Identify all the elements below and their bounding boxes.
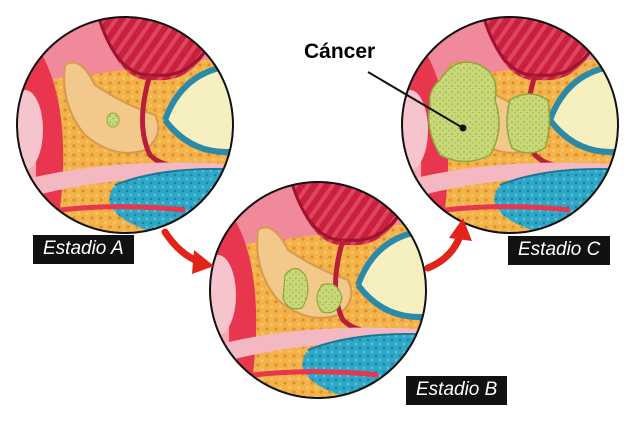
stage-a-tumor — [106, 112, 120, 128]
arrow-a-to-b — [161, 228, 214, 274]
cancer-pointer-dot — [459, 124, 467, 132]
cancer-pointer-line — [367, 71, 464, 129]
stage-b-tumor — [282, 267, 309, 310]
stage-a-label: Estadio A — [33, 235, 134, 264]
arrow-b-to-c — [424, 218, 472, 272]
stage-b-label: Estadio B — [406, 376, 508, 405]
stage-c-illustration — [401, 16, 619, 234]
cancer-annotation-label: Cáncer — [304, 40, 376, 63]
stage-a-illustration — [16, 16, 234, 234]
stage-c-tumor — [428, 61, 500, 163]
stage-c-label: Estadio C — [508, 236, 611, 265]
stage-b-illustration — [209, 181, 427, 399]
